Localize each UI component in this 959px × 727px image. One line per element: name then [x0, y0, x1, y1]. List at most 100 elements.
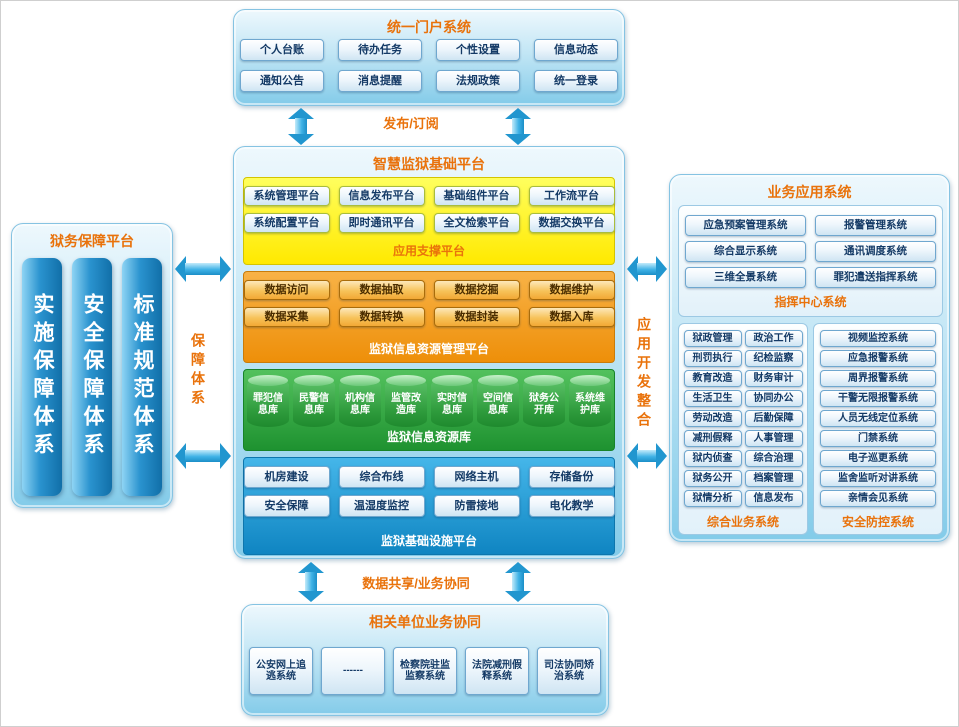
publish-subscribe-label: 发布/订阅	[383, 116, 439, 131]
infrastructure-items: 机房建设综合布线网络主机存储备份安全保障温湿度监控防雷接地电化教学	[243, 466, 615, 517]
app-support-item: 数据交换平台	[528, 213, 615, 233]
cylinder-top	[570, 375, 610, 386]
cylinder-body	[247, 378, 289, 427]
database-label: 实时信息库	[437, 393, 467, 416]
command-center-item: 报警管理系统	[815, 215, 936, 236]
data-share-label: 数据共享/业务协同	[362, 576, 470, 591]
support-platform-title: 狱务保障平台	[50, 233, 134, 249]
portal-title: 统一门户系统	[387, 19, 471, 35]
portal-item: 待办任务	[338, 39, 422, 61]
database-cylinder-icon: 狱务公开库	[523, 375, 565, 427]
resource-db-items: 罪犯信息库 民警信息库 机构信息库 监管改造库 实时信息库	[244, 375, 614, 427]
app-support-items: 系统管理平台信息发布平台基础组件平台工作流平台系统配置平台即时通讯平台全文检索平…	[243, 186, 615, 233]
security-item: 视频监控系统	[820, 330, 936, 347]
portal-panel: 统一门户系统 个人台账待办任务个性设置信息动态通知公告消息提醒法规政策统一登录	[233, 9, 625, 106]
business-item: 狱内侦查	[683, 450, 742, 467]
security-control-box: 视频监控系统应急报警系统周界报警系统干警无限报警系统人员无线定位系统门禁系统电子…	[813, 323, 943, 535]
support-bar: 实施保障体系	[22, 258, 62, 496]
business-item: 人事管理	[744, 430, 803, 447]
business-item: 信息发布	[744, 490, 803, 507]
resource-db-title: 监狱信息资源库	[386, 430, 471, 444]
business-item: 后勤保障	[744, 410, 803, 427]
collaboration-title: 相关单位业务协同	[369, 614, 481, 630]
security-item: 监舍监听对讲系统	[820, 470, 936, 487]
business-item: 教育改造	[683, 370, 742, 387]
portal-item: 通知公告	[240, 70, 324, 92]
cylinder-body	[385, 378, 427, 427]
collaboration-item: 检察院驻监监察系统	[393, 647, 457, 695]
database-label: 民警信息库	[299, 393, 329, 416]
app-dev-integration-label: 应用开发整合	[636, 317, 652, 431]
resource-mgmt-item: 数据挖掘	[433, 280, 520, 300]
command-center-item: 综合显示系统	[685, 241, 806, 262]
cylinder-top	[386, 375, 426, 386]
app-support-item: 基础组件平台	[433, 186, 520, 206]
business-item: 生活卫生	[683, 390, 742, 407]
app-support-item: 系统管理平台	[243, 186, 330, 206]
cylinder-body	[569, 378, 611, 427]
business-item: 纪检监察	[744, 350, 803, 367]
database-label: 狱务公开库	[529, 393, 559, 416]
core-bottom-arrow-right-icon	[505, 562, 531, 602]
command-center-item: 三维全景系统	[685, 267, 806, 288]
support-bar: 标准规范体系	[122, 258, 162, 496]
business-item: 档案管理	[744, 470, 803, 487]
business-item: 财务审计	[744, 370, 803, 387]
security-item: 电子巡更系统	[820, 450, 936, 467]
business-item: 综合治理	[744, 450, 803, 467]
resource-mgmt-title: 监狱信息资源管理平台	[368, 342, 489, 356]
cylinder-body	[431, 378, 473, 427]
command-center-item: 通讯调度系统	[815, 241, 936, 262]
arrow-shaft	[185, 263, 221, 275]
database-cylinder-icon: 空间信息库	[477, 375, 519, 427]
arrow-shaft	[305, 572, 317, 592]
infrastructure-item: 综合布线	[338, 466, 425, 488]
arrow-shaft	[637, 450, 657, 462]
resource-mgmt-section: 数据访问数据抽取数据挖掘数据维护数据采集数据转换数据封装数据入库 监狱信息资源管…	[243, 271, 615, 363]
command-center-items: 应急预案管理系统报警管理系统综合显示系统通讯调度系统三维全景系统罪犯遣送指挥系统	[679, 206, 942, 288]
resource-mgmt-items: 数据访问数据抽取数据挖掘数据维护数据采集数据转换数据封装数据入库	[243, 280, 615, 327]
portal-item: 统一登录	[534, 70, 618, 92]
arrow-shaft	[185, 450, 221, 462]
app-support-item: 信息发布平台	[338, 186, 425, 206]
collaboration-item: 公安网上追逃系统	[249, 647, 313, 695]
cylinder-top	[248, 375, 288, 386]
cylinder-body	[477, 378, 519, 427]
database-label: 机构信息库	[345, 393, 375, 416]
core-platform-panel: 智慧监狱基础平台 系统管理平台信息发布平台基础组件平台工作流平台系统配置平台即时…	[233, 146, 625, 559]
infrastructure-section: 机房建设综合布线网络主机存储备份安全保障温湿度监控防雷接地电化教学 监狱基础设施…	[243, 457, 615, 555]
database-cylinder-icon: 罪犯信息库	[247, 375, 289, 427]
portal-core-arrow-left-icon	[288, 108, 314, 145]
cylinder-body	[293, 378, 335, 427]
infrastructure-item: 防雷接地	[433, 495, 520, 517]
support-platform-panel: 狱务保障平台 实施保障体系安全保障体系标准规范体系	[11, 223, 173, 508]
command-center-item: 罪犯遣送指挥系统	[815, 267, 936, 288]
business-item: 减刑假释	[683, 430, 742, 447]
app-support-item: 系统配置平台	[243, 213, 330, 233]
cylinder-top	[294, 375, 334, 386]
security-item: 干警无限报警系统	[820, 390, 936, 407]
resource-mgmt-item: 数据封装	[433, 307, 520, 327]
infrastructure-item: 电化教学	[528, 495, 615, 517]
app-support-item: 工作流平台	[528, 186, 615, 206]
database-cylinder-icon: 实时信息库	[431, 375, 473, 427]
portal-item: 个性设置	[436, 39, 520, 61]
resource-mgmt-item: 数据采集	[243, 307, 330, 327]
database-cylinder-icon: 系统维护库	[569, 375, 611, 427]
portal-core-arrow-right-icon	[505, 108, 531, 145]
portal-item: 个人台账	[240, 39, 324, 61]
database-label: 监管改造库	[391, 393, 421, 416]
collaboration-item: 法院减刑假释系统	[465, 647, 529, 695]
left-core-arrow-top-icon	[175, 256, 231, 282]
database-label: 系统维护库	[575, 393, 605, 416]
business-item: 刑罚执行	[683, 350, 742, 367]
core-right-arrow-bottom-icon	[627, 443, 667, 469]
security-control-items: 视频监控系统应急报警系统周界报警系统干警无限报警系统人员无线定位系统门禁系统电子…	[814, 324, 942, 507]
app-support-section: 系统管理平台信息发布平台基础组件平台工作流平台系统配置平台即时通讯平台全文检索平…	[243, 177, 615, 265]
collaboration-items: 公安网上追逃系统------检察院驻监监察系统法院减刑假释系统司法协同矫治系统	[242, 647, 608, 695]
resource-mgmt-item: 数据维护	[528, 280, 615, 300]
collaboration-panel: 相关单位业务协同 公安网上追逃系统------检察院驻监监察系统法院减刑假释系统…	[241, 604, 609, 716]
command-center-item: 应急预案管理系统	[685, 215, 806, 236]
command-center-box: 应急预案管理系统报警管理系统综合显示系统通讯调度系统三维全景系统罪犯遣送指挥系统…	[678, 205, 943, 317]
support-bar: 安全保障体系	[72, 258, 112, 496]
